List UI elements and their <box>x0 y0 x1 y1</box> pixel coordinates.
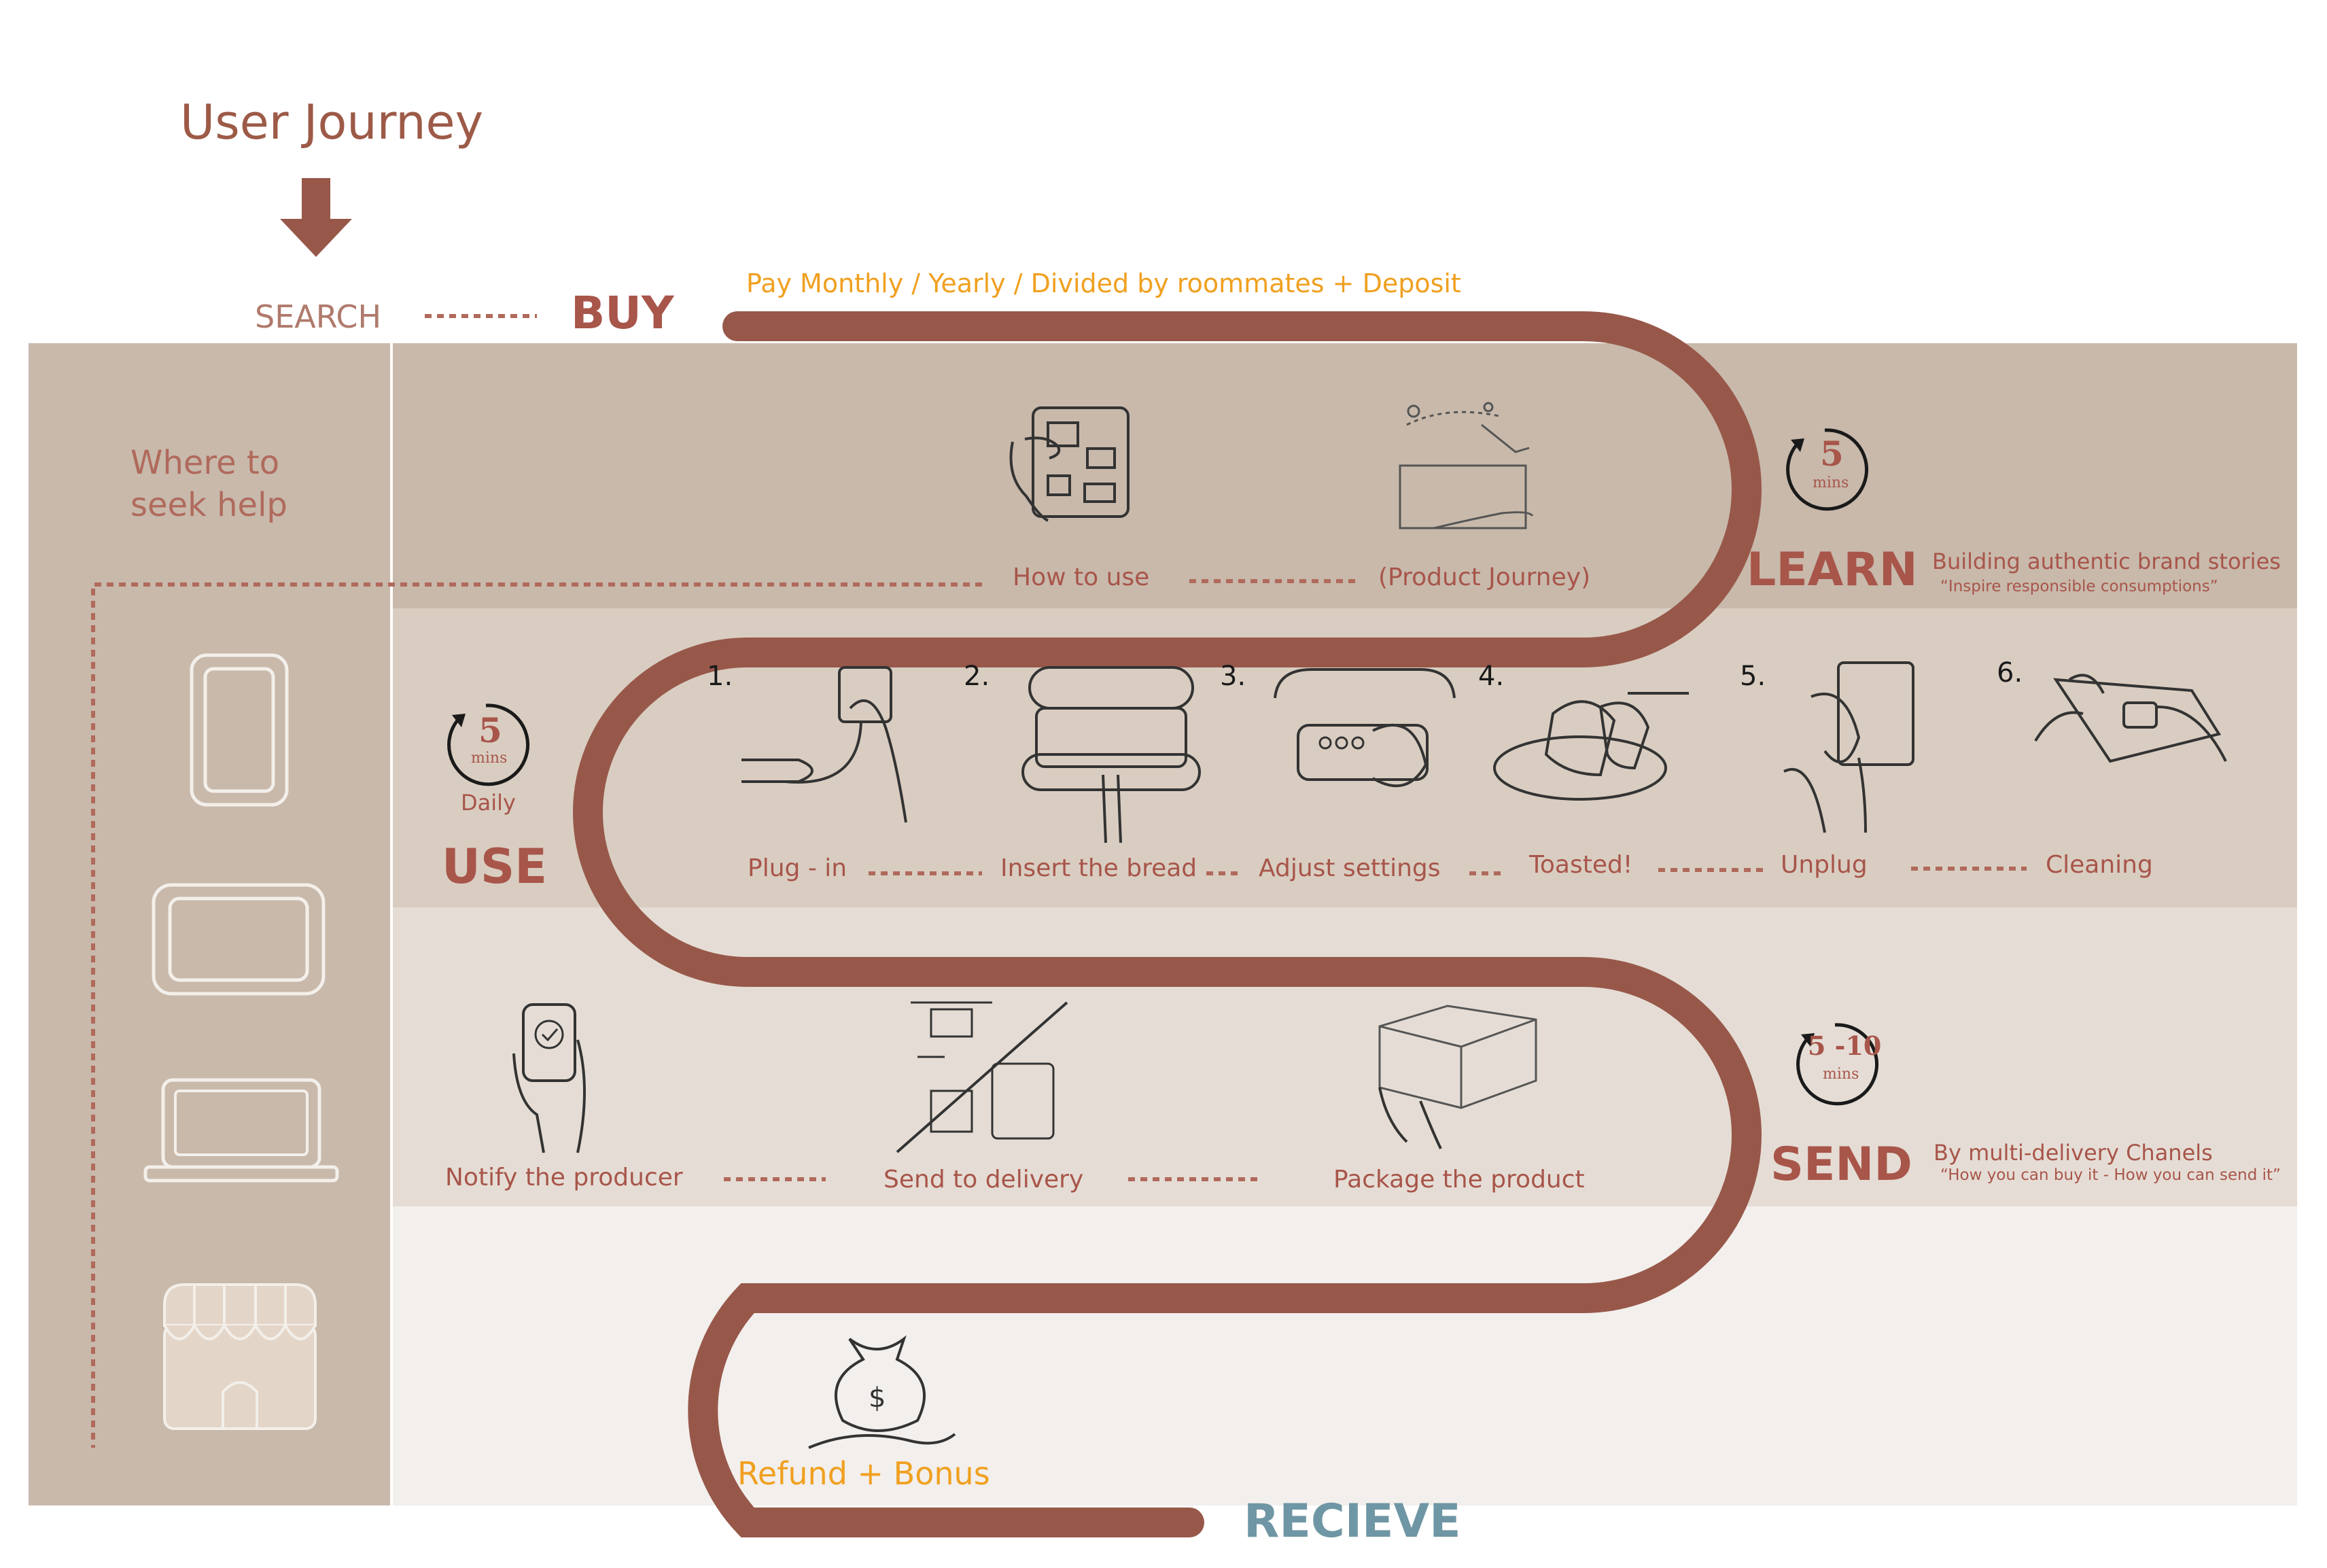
learn-label: LEARN <box>1747 543 1918 597</box>
toasted-illustration <box>1493 692 1689 801</box>
send-step-package-product: Package the product <box>1333 1166 1585 1194</box>
use-frequency: Daily <box>461 790 516 816</box>
product-journey-illustration <box>1399 402 1534 529</box>
use-step-insert-bread: Insert the bread <box>1000 854 1197 882</box>
use-step-3-number: 3. <box>1220 661 1246 692</box>
payment-note: Pay Monthly / Yearly / Divided by roomma… <box>746 268 1461 298</box>
use-timer-icon <box>447 703 530 786</box>
package-product-illustration <box>1378 1005 1537 1149</box>
send-step-notify-producer: Notify the producer <box>445 1164 683 1191</box>
use-step-2-number: 2. <box>964 661 990 692</box>
receive-step-refund-bonus: Refund + Bonus <box>737 1455 990 1492</box>
unplug-illustration <box>1783 661 1914 833</box>
learn-quote: “Inspire responsible consumptions” <box>1940 578 2218 595</box>
use-step-adjust-settings: Adjust settings <box>1259 854 1441 882</box>
use-step-4-number: 4. <box>1478 661 1505 692</box>
use-step-6-number: 6. <box>1997 657 2023 689</box>
cleaning-illustration <box>2034 674 2227 763</box>
learn-timer-icon <box>1786 428 1869 511</box>
send-timer-value: 5 -10 <box>1808 1030 1882 1061</box>
send-quote: “How you can buy it - How you can send i… <box>1940 1166 2281 1184</box>
help-panel-divider <box>390 343 393 1505</box>
store-icon <box>163 1283 317 1430</box>
send-timer-icon <box>1796 1023 1879 1106</box>
help-connector <box>91 582 982 1448</box>
help-label: Where to seek help <box>130 444 287 524</box>
send-note: By multi-delivery Chanels <box>1934 1140 2213 1166</box>
use-step-cleaning: Cleaning <box>2046 851 2153 879</box>
use-step-5-number: 5. <box>1740 661 1766 692</box>
refund-bonus-illustration: $ <box>808 1335 956 1449</box>
notify-producer-illustration <box>512 1003 586 1153</box>
send-timer-unit: mins <box>1823 1066 1859 1083</box>
down-arrow-icon <box>280 178 352 257</box>
use-step-unplug: Unplug <box>1781 851 1868 879</box>
learn-note: Building authentic brand stories <box>1932 548 2281 574</box>
use-label: USE <box>442 839 548 894</box>
use-timer-unit: mins <box>471 750 508 767</box>
learn-step-how-to-use: How to use <box>1013 563 1150 591</box>
search-label: SEARCH <box>255 298 382 335</box>
page-title: User Journey <box>180 94 484 150</box>
learn-step-product-journey: (Product Journey) <box>1378 563 1591 591</box>
journey-path-curve <box>573 311 1762 1537</box>
plug-in-illustration <box>741 666 907 823</box>
how-to-use-illustration <box>1009 406 1130 522</box>
phone-icon <box>190 653 289 807</box>
receive-label: RECIEVE <box>1244 1495 1461 1548</box>
learn-timer-value: 5 <box>1820 434 1844 474</box>
buy-label: BUY <box>571 287 674 339</box>
send-label: SEND <box>1770 1138 1912 1191</box>
use-step-1-number: 1. <box>707 661 733 692</box>
adjust-settings-illustration <box>1274 668 1456 788</box>
use-step-toasted: Toasted! <box>1529 851 1633 879</box>
tablet-icon <box>152 883 326 996</box>
learn-timer-unit: mins <box>1813 474 1849 491</box>
laptop-icon <box>143 1078 339 1183</box>
use-timer-value: 5 <box>478 710 502 750</box>
svg-text:$: $ <box>869 1382 886 1414</box>
learn-band <box>393 343 2297 608</box>
use-step-plug-in: Plug - in <box>748 854 847 882</box>
send-delivery-illustration <box>896 1001 1068 1153</box>
insert-bread-illustration <box>1021 666 1201 843</box>
send-step-send-delivery: Send to delivery <box>883 1166 1084 1194</box>
